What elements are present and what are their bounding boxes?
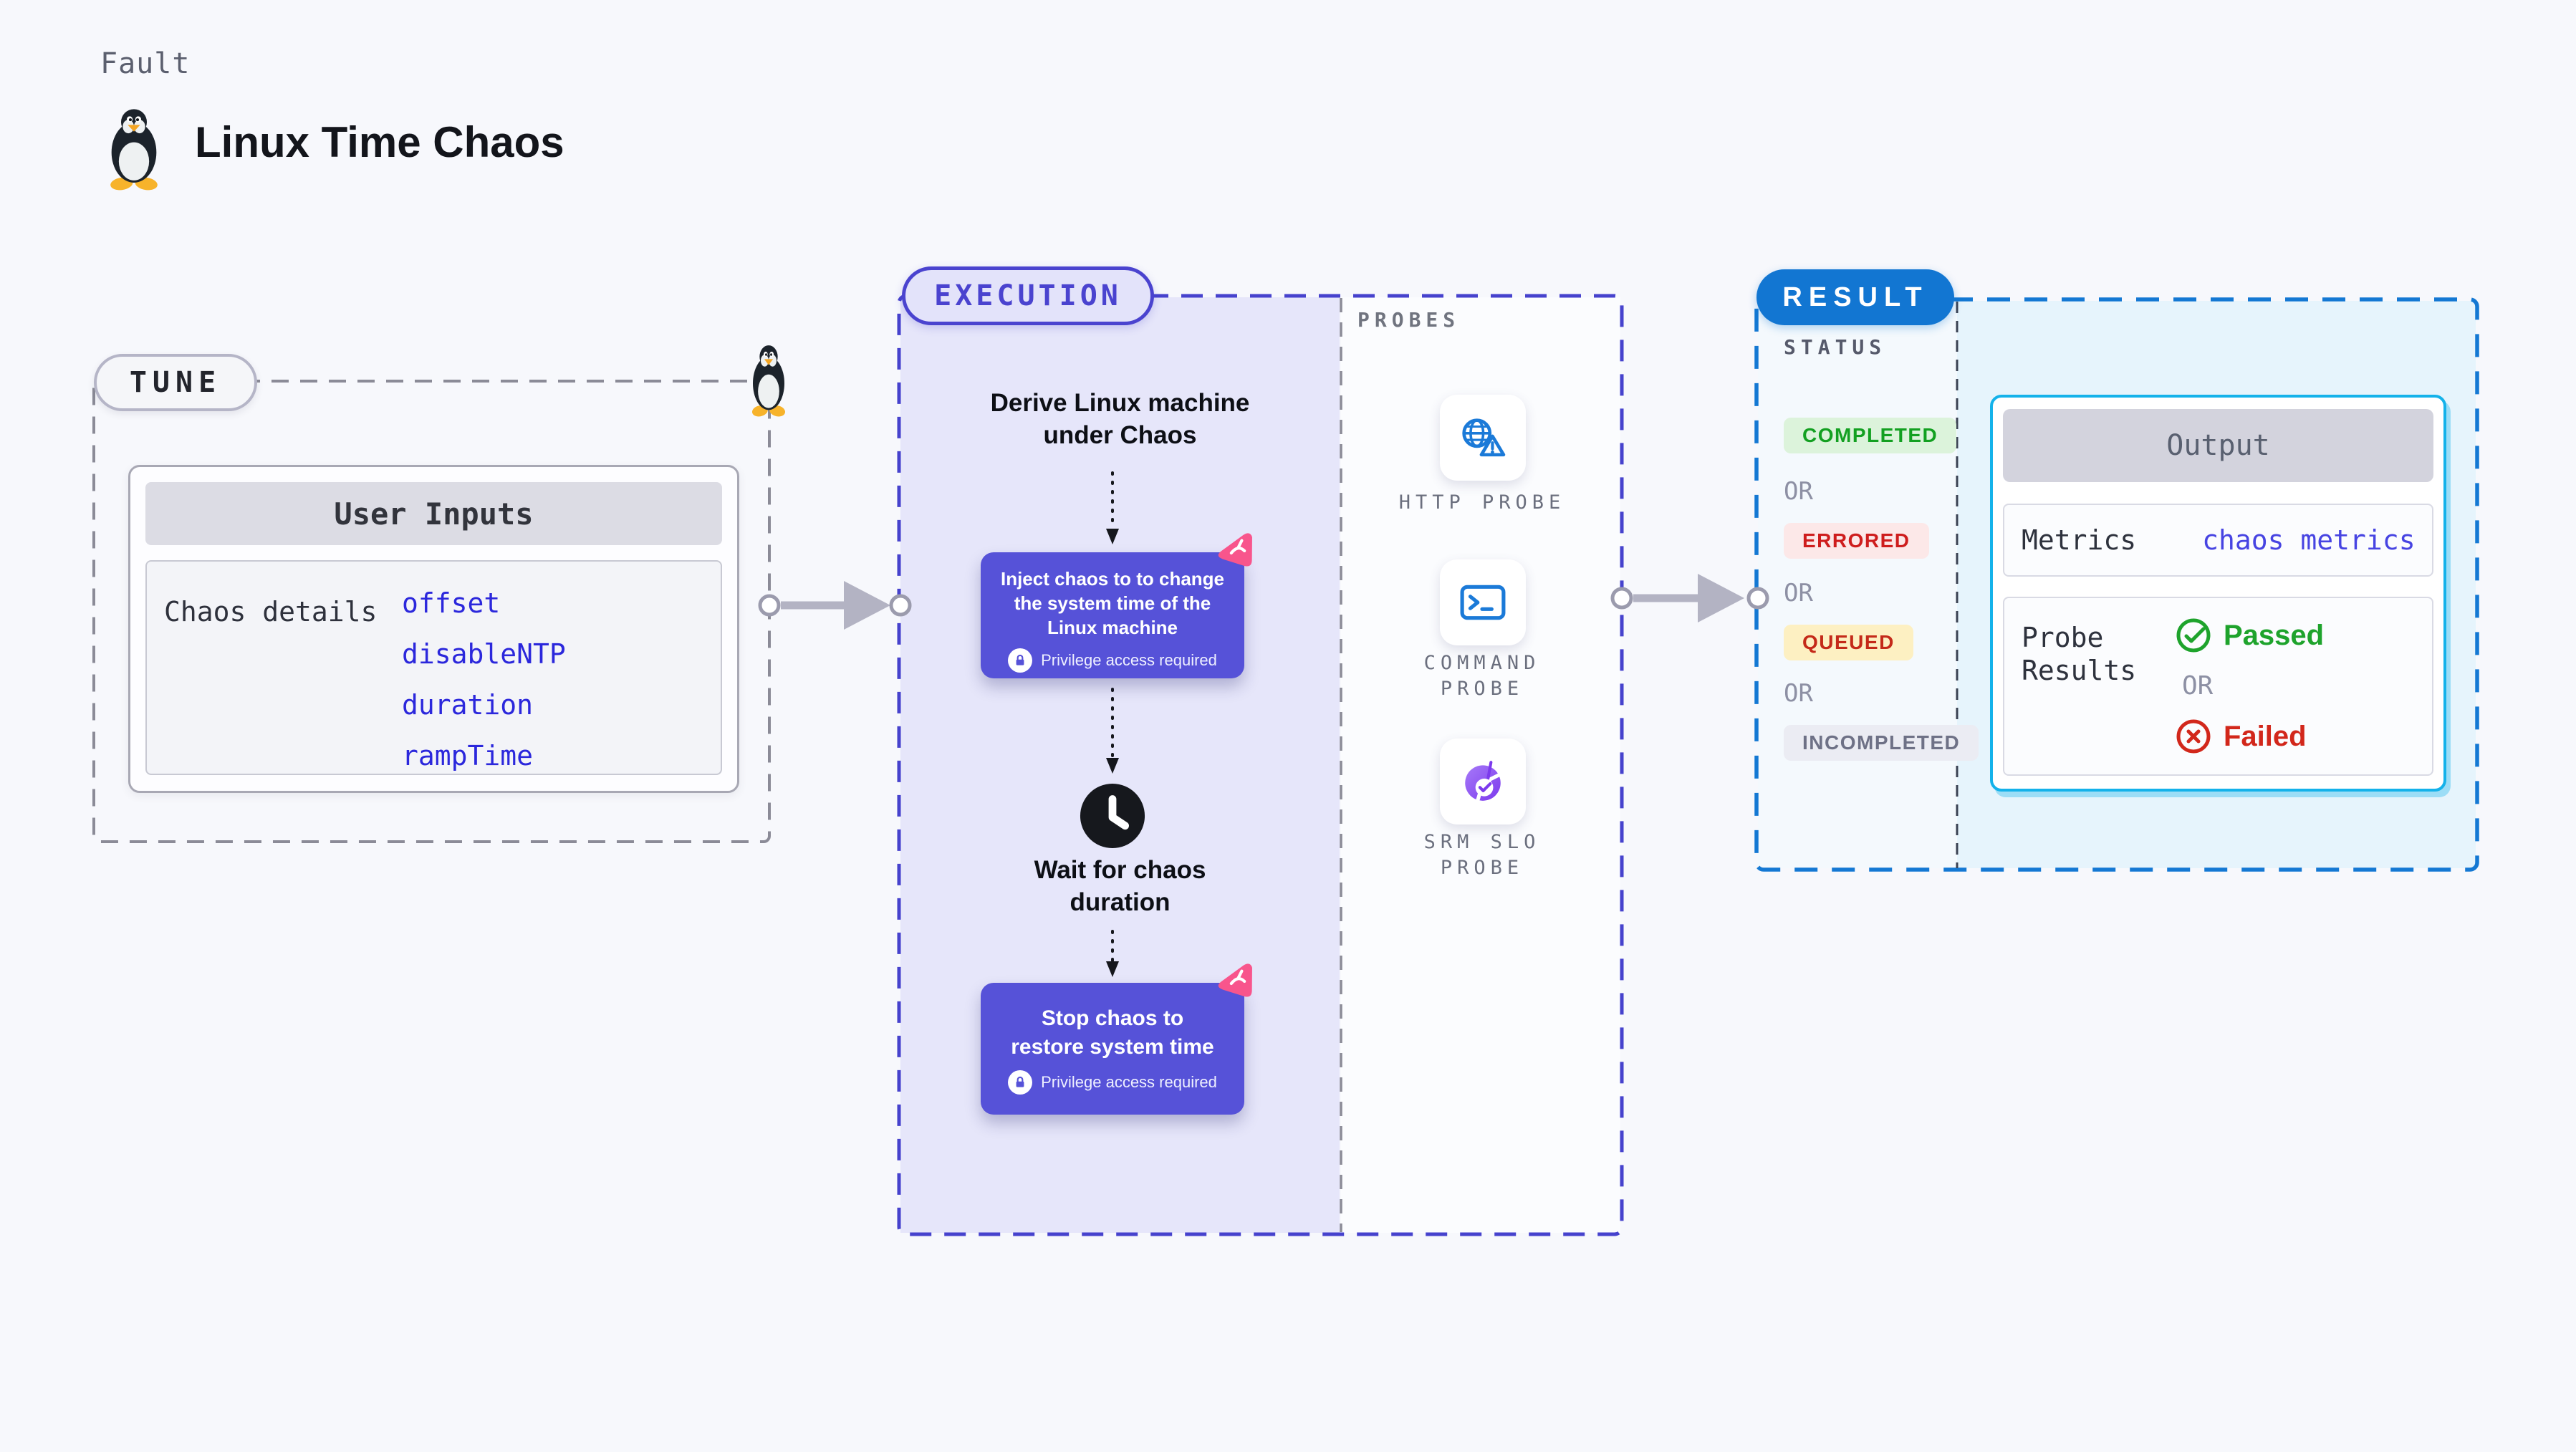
wait-line-1: Wait for chaos (1034, 856, 1206, 884)
probe-results-values: Passed OR Failed (2175, 617, 2324, 755)
result-dashed-outline (1754, 297, 2479, 872)
tune-pill: TUNE (94, 354, 257, 411)
probes-label: PROBES (1357, 308, 1461, 332)
probe-results-label-line-2: Results (2022, 655, 2137, 686)
output-title: Output (2003, 409, 2433, 482)
lock-icon (1008, 1070, 1033, 1095)
derive-line-1: Derive Linux machine (990, 389, 1250, 417)
chaos-badge-icon (1218, 533, 1252, 567)
output-card: Output Metrics chaos metrics Probe Resul… (1990, 395, 2446, 792)
srm-slo-probe-label-line-2: PROBE (1440, 857, 1524, 879)
failed-row: Failed (2175, 718, 2324, 755)
srm-slo-probe-label-line-1: SRM SLO (1423, 831, 1541, 853)
status-badge-completed: COMPLETED (1784, 418, 1957, 453)
tux-icon (100, 107, 168, 191)
execution-dashed-outline (897, 294, 1624, 1236)
command-probe-card (1440, 559, 1526, 645)
derive-line-2: under Chaos (1043, 421, 1197, 449)
srm-slo-probe-label: SRM SLO PROBE (1391, 830, 1573, 881)
privilege-note: Privilege access required (1041, 1073, 1217, 1091)
passed-row: Passed (2175, 617, 2324, 654)
flow-arrow-derive-to-inject (1106, 471, 1119, 544)
link-duration[interactable]: duration (402, 689, 534, 721)
status-label: STATUS (1784, 335, 1887, 359)
link-offset[interactable]: offset (402, 587, 501, 619)
privilege-note: Privilege access required (1041, 651, 1217, 669)
arrow-execution-to-result (1610, 574, 1769, 622)
inject-chaos-step: Inject chaos to to change the system tim… (981, 552, 1244, 678)
status-or: OR (1784, 579, 1813, 607)
clock-icon (1080, 783, 1145, 849)
user-inputs-title: User Inputs (145, 482, 722, 545)
chaos-details-links: offset disableNTP duration rampTime (402, 587, 566, 771)
command-probe-icon (1460, 585, 1506, 620)
chaos-details-label: Chaos details (164, 596, 378, 628)
result-pill: RESULT (1756, 269, 1954, 325)
inject-line-2: the system time of the (1014, 592, 1211, 614)
srm-slo-probe-icon (1465, 761, 1503, 804)
probe-results-label-line-1: Probe (2022, 622, 2104, 653)
inject-line-1: Inject chaos to to change (1000, 568, 1225, 590)
http-probe-card (1440, 395, 1526, 481)
wait-line-2: duration (1070, 888, 1171, 916)
inject-line-3: Linux machine (1047, 617, 1178, 638)
status-or: OR (1784, 679, 1813, 708)
privilege-row: Privilege access required (981, 1070, 1244, 1095)
status-badge-incompleted: INCOMPLETED (1784, 725, 1979, 761)
tux-corner-icon (745, 344, 792, 417)
command-probe-label-line-1: COMMAND (1423, 652, 1541, 674)
probe-results-label: Probe Results (2022, 621, 2136, 687)
passed-label: Passed (2224, 619, 2325, 651)
failed-label: Failed (2224, 720, 2307, 752)
link-ramptime[interactable]: rampTime (402, 740, 534, 771)
execution-pill: EXECUTION (902, 266, 1154, 325)
derive-step-text: Derive Linux machine under Chaos (900, 387, 1340, 451)
srm-slo-probe-card (1440, 739, 1526, 824)
wait-step-text: Wait for chaos duration (900, 854, 1340, 918)
x-circle-icon (2176, 719, 2211, 754)
flow-arrow-inject-to-wait (1106, 688, 1119, 774)
arrow-tune-to-execution (758, 581, 912, 630)
page-title: Linux Time Chaos (195, 118, 564, 166)
lock-icon (1008, 648, 1033, 673)
flow-arrow-wait-to-stop (1106, 930, 1119, 977)
user-inputs-card: User Inputs Chaos details offset disable… (128, 465, 739, 793)
privilege-row: Privilege access required (981, 648, 1244, 673)
metrics-value-link[interactable]: chaos metrics (2202, 524, 2416, 556)
http-probe-icon (1462, 418, 1506, 457)
check-circle-icon (2176, 618, 2211, 653)
http-probe-label: HTTP PROBE (1398, 491, 1566, 514)
stop-chaos-step: Stop chaos to restore system time Privil… (981, 983, 1244, 1115)
status-badge-queued: QUEUED (1784, 625, 1913, 660)
command-probe-label-line-2: PROBE (1440, 678, 1524, 700)
result-status-fill (1758, 301, 1957, 868)
metrics-label: Metrics (2022, 524, 2137, 556)
fault-kicker: Fault (100, 47, 191, 80)
chaos-badge-icon (1218, 963, 1252, 997)
link-disablentp[interactable]: disableNTP (402, 638, 566, 670)
stop-line-2: restore system time (1011, 1035, 1214, 1059)
status-badge-errored: ERRORED (1784, 523, 1929, 559)
metrics-row: Metrics chaos metrics (2003, 504, 2433, 577)
probe-results-row: Probe Results Passed OR Failed (2003, 597, 2433, 776)
output-or: OR (2182, 671, 2214, 701)
stop-line-1: Stop chaos to (1041, 1006, 1184, 1030)
user-inputs-body: Chaos details offset disableNTP duration… (145, 560, 722, 775)
command-probe-label: COMMAND PROBE (1391, 650, 1573, 702)
status-or: OR (1784, 477, 1813, 506)
